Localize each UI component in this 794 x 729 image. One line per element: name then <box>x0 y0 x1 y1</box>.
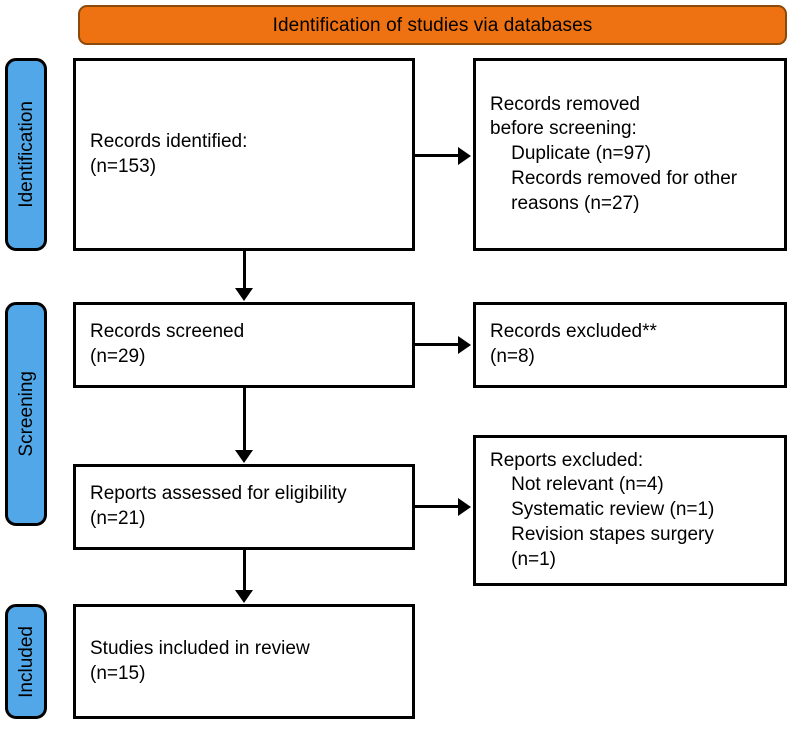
connector-eligibility-to-reports-excluded <box>415 505 459 508</box>
arrow-right-icon-to-excluded <box>458 336 471 354</box>
box-records-removed-text: Records removed before screening: Duplic… <box>490 93 738 214</box>
box-reports-excluded-text: Reports excluded: Not relevant (n=4) Sys… <box>490 449 715 570</box>
stage-label-screening-text: Screening <box>15 371 37 457</box>
box-studies-included-text: Studies included in review (n=15) <box>90 637 310 684</box>
stage-label-identification: Identification <box>5 58 47 251</box>
box-records-identified-text: Records identified: (n=153) <box>90 130 248 177</box>
box-records-screened: Records screened (n=29) <box>73 302 415 388</box>
connector-identified-to-screened <box>243 251 246 289</box>
arrow-down-icon-to-eligibility <box>235 450 253 463</box>
connector-screened-to-excluded <box>415 343 459 346</box>
box-reports-assessed-for-eligibility: Reports assessed for eligibility (n=21) <box>73 464 415 550</box>
box-records-identified: Records identified: (n=153) <box>73 58 415 251</box>
connector-identified-to-removed <box>415 154 459 157</box>
box-records-removed-before-screening: Records removed before screening: Duplic… <box>473 58 787 251</box>
stage-label-included: Included <box>5 604 47 719</box>
phase-header-label: Identification of studies via databases <box>272 14 593 36</box>
box-reports-excluded: Reports excluded: Not relevant (n=4) Sys… <box>473 435 787 586</box>
stage-label-identification-text: Identification <box>15 101 37 208</box>
arrow-right-icon-to-removed <box>458 147 471 165</box>
box-studies-included-in-review: Studies included in review (n=15) <box>73 604 415 719</box>
arrow-right-icon-to-reports-excluded <box>458 498 471 516</box>
arrow-down-icon-to-included <box>235 590 253 603</box>
box-reports-assessed-text: Reports assessed for eligibility (n=21) <box>90 483 347 529</box>
box-records-excluded: Records excluded** (n=8) <box>473 302 787 388</box>
stage-label-included-text: Included <box>15 625 37 698</box>
connector-screened-to-eligibility <box>243 388 246 451</box>
arrow-down-icon-to-screened <box>235 288 253 301</box>
box-records-screened-text: Records screened (n=29) <box>90 321 245 367</box>
box-records-excluded-text: Records excluded** (n=8) <box>490 321 657 367</box>
stage-label-screening: Screening <box>5 302 47 526</box>
phase-header-identification: Identification of studies via databases <box>78 5 787 45</box>
connector-eligibility-to-included <box>243 550 246 591</box>
